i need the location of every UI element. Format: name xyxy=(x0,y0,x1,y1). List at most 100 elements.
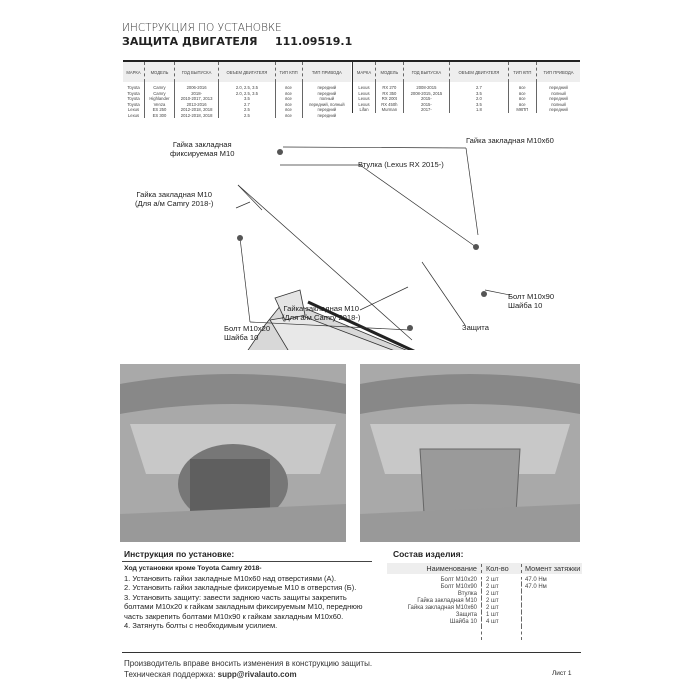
support-email[interactable]: supp@rivalauto.com xyxy=(217,670,297,679)
column-header: ТИП КПП xyxy=(274,62,303,82)
photo-before xyxy=(120,364,346,542)
table-cell: Toyota xyxy=(127,85,140,90)
table-cell: Toyota xyxy=(127,101,140,107)
table-cell: все xyxy=(274,112,303,118)
table-cell: 2.5 xyxy=(218,107,275,113)
table-cell: RX 450h xyxy=(374,101,404,107)
composition-title: Состав изделия: xyxy=(393,549,464,559)
table-cell: 2015- xyxy=(402,96,450,102)
composition-cell xyxy=(521,619,582,626)
table-cell: все xyxy=(274,96,303,102)
table-cell: ES 250 xyxy=(144,107,175,113)
column-header: ТИП КПП xyxy=(507,62,537,82)
step: 4. Затянуть болты с необходимым усилием. xyxy=(124,621,278,630)
table-cell: Highlander xyxy=(144,96,175,102)
table-cell: 2008-2015, 2015 xyxy=(402,90,450,96)
doc-subtitle: ИНСТРУКЦИЯ ПО УСТАНОВКЕ xyxy=(122,22,282,34)
table-cell: 2012-2018, 2018 xyxy=(173,112,219,118)
composition-cell: 2 шт xyxy=(481,605,521,612)
table-cell: все xyxy=(274,101,303,107)
table-cell: передний xyxy=(301,90,351,96)
composition-cell: 2 шт xyxy=(481,591,521,598)
table-cell: все xyxy=(507,85,537,91)
table-cell: все xyxy=(274,107,303,113)
table-cell: передний xyxy=(536,85,580,91)
composition-cell xyxy=(521,612,582,619)
table-cell: 2013-2016 xyxy=(173,101,219,107)
doc-title: ЗАЩИТА ДВИГАТЕЛЯ xyxy=(122,35,258,48)
table-cell: передний xyxy=(301,107,351,113)
composition-cell: 2 шт xyxy=(481,577,521,584)
column-header: ОБЪЕМ ДВИГАТЕЛЯ xyxy=(449,62,509,82)
table-cell: RX 200t xyxy=(374,96,404,102)
support-label: Техническая поддержка: xyxy=(124,670,218,679)
column-header: ГОД ВЫПУСКА xyxy=(173,62,219,82)
table-cell: МКПП xyxy=(507,107,537,113)
table-cell: передний xyxy=(301,112,351,118)
instructions-body: Ход установки кроме Toyota Camry 2018- 1… xyxy=(124,563,374,631)
composition-cell: Гайка закладная M10 xyxy=(417,598,477,604)
table-cell: Lexus xyxy=(358,96,370,101)
table-cell: RX 350 xyxy=(374,90,404,96)
composition-cell: Втулка xyxy=(457,591,477,597)
table-cell: передний xyxy=(536,107,580,113)
table-cell: Lexus xyxy=(127,112,140,118)
composition-cell: 1 шт xyxy=(481,612,521,619)
composition-cell xyxy=(521,598,582,605)
table-cell: все xyxy=(507,96,537,102)
composition-cell: 2 шт xyxy=(481,584,521,591)
column-header: МОДЕЛЬ xyxy=(374,62,404,82)
composition-cell: Защита xyxy=(455,612,477,618)
table-cell: все xyxy=(274,85,303,91)
column-header: МАРКА xyxy=(353,62,376,82)
column-header: МАРКА xyxy=(123,62,145,82)
table-cell: передний, полный xyxy=(301,101,351,107)
column-header: МОДЕЛЬ xyxy=(144,62,175,82)
table-cell: 2010-2017, 2013 xyxy=(173,96,219,102)
composition-row: Защита 1 шт xyxy=(387,612,582,619)
footer: Производитель вправе вносить изменения в… xyxy=(124,658,372,680)
table-cell: 1.8 xyxy=(449,107,509,113)
step: 2. Установить гайки закладные фиксируемы… xyxy=(124,583,357,592)
step: 3. Установить защиту: завести заднюю час… xyxy=(124,592,363,621)
composition-cell: 4 шт xyxy=(481,619,521,626)
instructions-title: Инструкция по установке: xyxy=(124,549,235,559)
table-cell: передний xyxy=(301,85,351,91)
label-nut-m10-camry: Гайка закладная M10(Для а/м Camry 2018-) xyxy=(135,190,214,208)
composition-cell: 47.0 Нм xyxy=(521,584,582,591)
column-header: ГОД ВЫПУСКА xyxy=(402,62,450,82)
table-cell: Lexus xyxy=(358,101,370,107)
table-cell: Toyota xyxy=(127,96,140,101)
table-cell: 3.5 xyxy=(449,101,509,107)
table-cell: 2008-2015 xyxy=(402,85,450,91)
exploded-diagram xyxy=(235,146,511,350)
footer-note: Производитель вправе вносить изменения в… xyxy=(124,659,373,668)
table-cell: Toyota xyxy=(127,90,140,96)
seal-strip xyxy=(307,300,416,350)
composition-cell: 47.0 Нм xyxy=(521,577,582,584)
table-cell: полный xyxy=(536,90,580,96)
composition-row: Втулка 2 шт xyxy=(387,591,582,598)
table-cell: 2.7 xyxy=(449,85,509,91)
table-cell: Lexus xyxy=(358,85,370,90)
product-code: 111.09519.1 xyxy=(275,35,353,48)
label-nut-m10-camry-2: Гайка закладная M10(Для а/м Camry 2018-) xyxy=(282,304,361,322)
label-bushing: Втулка (Lexus RX 2015-) xyxy=(358,160,444,169)
table-cell: все xyxy=(507,90,537,96)
composition-cell xyxy=(521,591,582,598)
column-header: ТИП ПРИВОДА xyxy=(536,62,580,82)
